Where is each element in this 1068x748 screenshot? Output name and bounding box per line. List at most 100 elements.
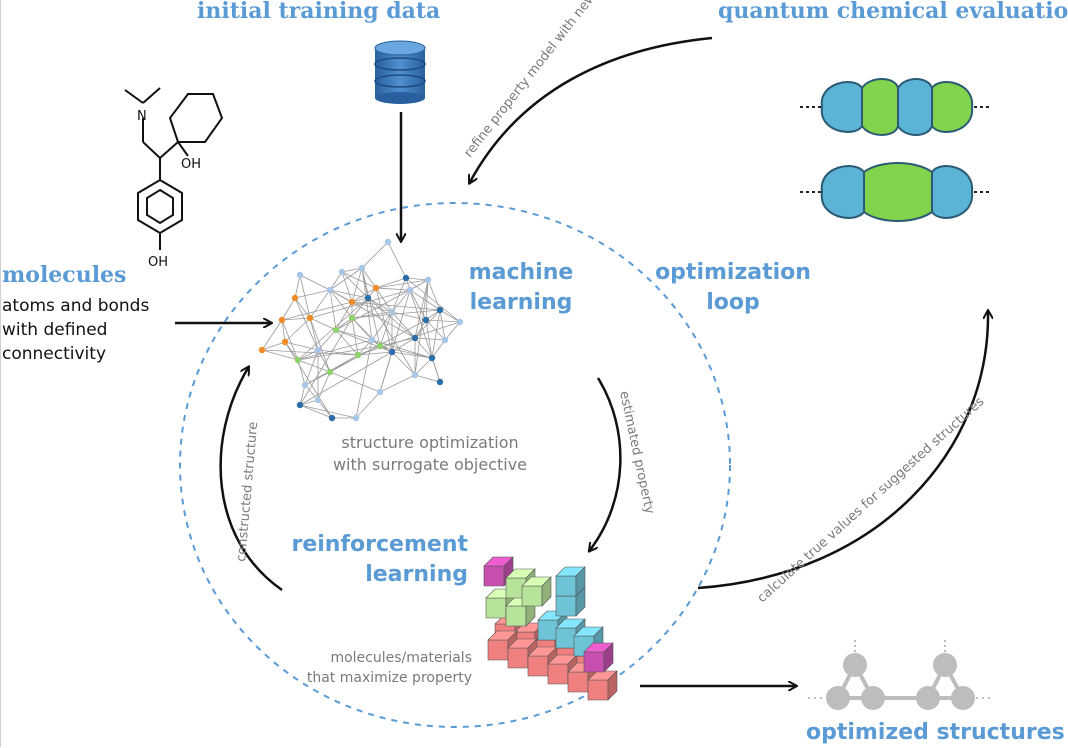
network-edge	[414, 279, 429, 339]
network-edge	[329, 289, 353, 319]
network-edge	[351, 267, 363, 303]
network-edge	[379, 374, 416, 393]
network-edge	[431, 339, 446, 359]
database-icon	[374, 40, 426, 104]
cube-stack	[483, 556, 618, 701]
network-edge	[297, 339, 373, 361]
cube	[587, 670, 618, 701]
network-edge	[335, 317, 353, 331]
network-node	[258, 346, 266, 354]
molecules-materials-line-1: molecules/materials	[330, 650, 472, 666]
network-edge	[414, 337, 433, 359]
network-edge	[309, 317, 319, 351]
network-node	[411, 334, 419, 342]
network-edge	[335, 329, 359, 356]
network-node	[306, 314, 314, 322]
structure-optimization-line-2: with surrogate objective	[332, 455, 528, 474]
network-node	[406, 286, 414, 294]
network-edge	[299, 404, 333, 419]
network-edge	[299, 317, 353, 406]
network-edge	[281, 301, 353, 321]
network-node	[348, 298, 356, 306]
network-node	[428, 354, 436, 362]
network-edge	[317, 371, 331, 401]
network-node	[294, 356, 302, 364]
estimated-property-label: estimated property	[616, 390, 657, 516]
network-edge	[361, 241, 389, 269]
network-edge	[351, 301, 441, 311]
network-edge	[355, 339, 373, 419]
network-edge	[361, 267, 373, 341]
network-node	[314, 346, 322, 354]
network-edge	[425, 279, 429, 321]
network-edge	[371, 311, 393, 341]
arrow-estimated-property	[590, 377, 622, 550]
network-edge	[351, 287, 377, 303]
network-node	[332, 326, 340, 334]
network-edge	[309, 317, 337, 331]
network-edge	[351, 297, 369, 319]
network-edge	[405, 277, 461, 323]
network-node	[328, 414, 336, 422]
network-edge	[341, 267, 363, 273]
network-edge	[329, 267, 363, 291]
network-edge	[375, 287, 393, 313]
network-edge	[357, 345, 381, 356]
network-edge	[329, 271, 343, 291]
network-edge	[341, 271, 377, 289]
network-edge	[414, 357, 433, 376]
network-edge	[351, 317, 373, 341]
network-edge	[281, 317, 311, 321]
network-edge	[281, 297, 296, 321]
refine-model-label: refine property model with new data	[461, 0, 619, 160]
network-nodes	[258, 238, 464, 422]
network-edge	[304, 384, 319, 401]
network-edge	[329, 289, 416, 339]
network-edge	[297, 359, 306, 386]
arrow-constructed-structure	[219, 368, 283, 592]
network-edge	[379, 351, 393, 393]
molecules-desc-line-3: connectivity	[2, 344, 107, 364]
network-node	[301, 381, 309, 389]
network-edge	[335, 329, 393, 353]
network-edge	[304, 349, 319, 386]
network-edge	[317, 329, 337, 351]
network-node	[314, 396, 322, 404]
molecule-structure	[124, 87, 224, 250]
network-node	[424, 276, 432, 284]
network-edge	[391, 311, 416, 339]
machine-learning-line-2: learning	[469, 290, 573, 315]
molecules-title: molecules	[2, 262, 127, 288]
network-edge	[375, 277, 407, 289]
network-node	[402, 274, 410, 282]
network-node	[358, 264, 366, 272]
network-edge	[431, 357, 441, 383]
network-edge	[299, 274, 311, 319]
network-edge	[367, 297, 393, 313]
network-edge	[375, 279, 429, 289]
arrow-refine-model	[470, 36, 713, 182]
network-edge	[329, 371, 381, 393]
network-node	[364, 294, 372, 302]
network-edge	[309, 289, 411, 319]
network-node	[296, 401, 304, 409]
network-node	[281, 338, 289, 346]
network-node	[326, 286, 334, 294]
molecules-desc-line-1: atoms and bonds	[2, 296, 150, 316]
network-node	[278, 316, 286, 324]
constructed-structure-label: constructed structure	[234, 421, 261, 562]
molecule-n-label: N	[137, 109, 147, 124]
molecule-oh-bottom-label: OH	[148, 255, 168, 270]
quantum-chemical-evaluation-title: quantum chemical evaluation	[718, 0, 1068, 24]
orbital-bottom	[800, 162, 990, 222]
network-edge	[261, 341, 286, 351]
network-edge	[439, 309, 461, 323]
network-edge	[261, 349, 299, 361]
network-edge	[357, 339, 373, 356]
network-edge	[294, 289, 331, 299]
network-edge	[281, 319, 286, 343]
network-edge	[317, 399, 333, 419]
orbital-top	[800, 78, 990, 136]
network-edge	[391, 289, 411, 313]
cube	[555, 566, 586, 597]
